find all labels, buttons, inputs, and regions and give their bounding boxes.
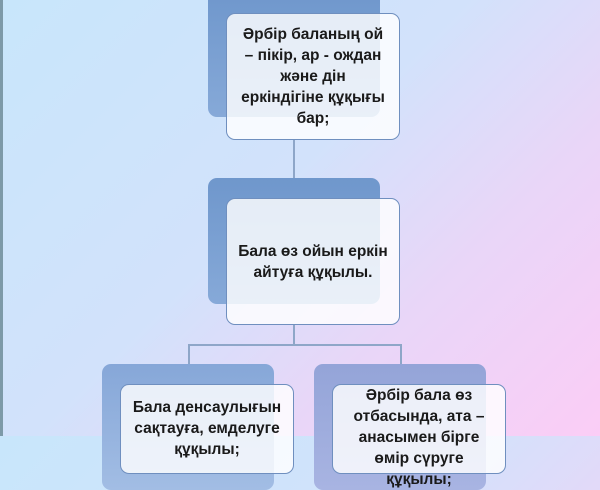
node-4-text: Әрбір бала өз отбасында, ата – анасымен … <box>353 387 485 488</box>
connector-2-down <box>293 325 295 345</box>
node-2-text: Бала өз ойын еркін айтуға құқылы. <box>238 242 388 281</box>
node-3-text: Бала денсаулығын сақтауға, емделуге құқы… <box>132 399 282 458</box>
node-4: Әрбір бала өз отбасында, ата – анасымен … <box>332 384 506 488</box>
node-1: Әрбір баланың ой – пікір, ар - ождан жән… <box>226 13 400 140</box>
node-1-text: Әрбір баланың ой – пікір, ар - ождан жән… <box>241 26 385 127</box>
connector-left <box>188 344 190 366</box>
node-3: Бала денсаулығын сақтауға, емделуге құқы… <box>120 384 294 474</box>
connector-1-2 <box>293 140 295 180</box>
node-2: Бала өз ойын еркін айтуға құқылы. <box>226 198 400 325</box>
connector-right <box>400 344 402 366</box>
connector-horizontal <box>188 344 401 346</box>
